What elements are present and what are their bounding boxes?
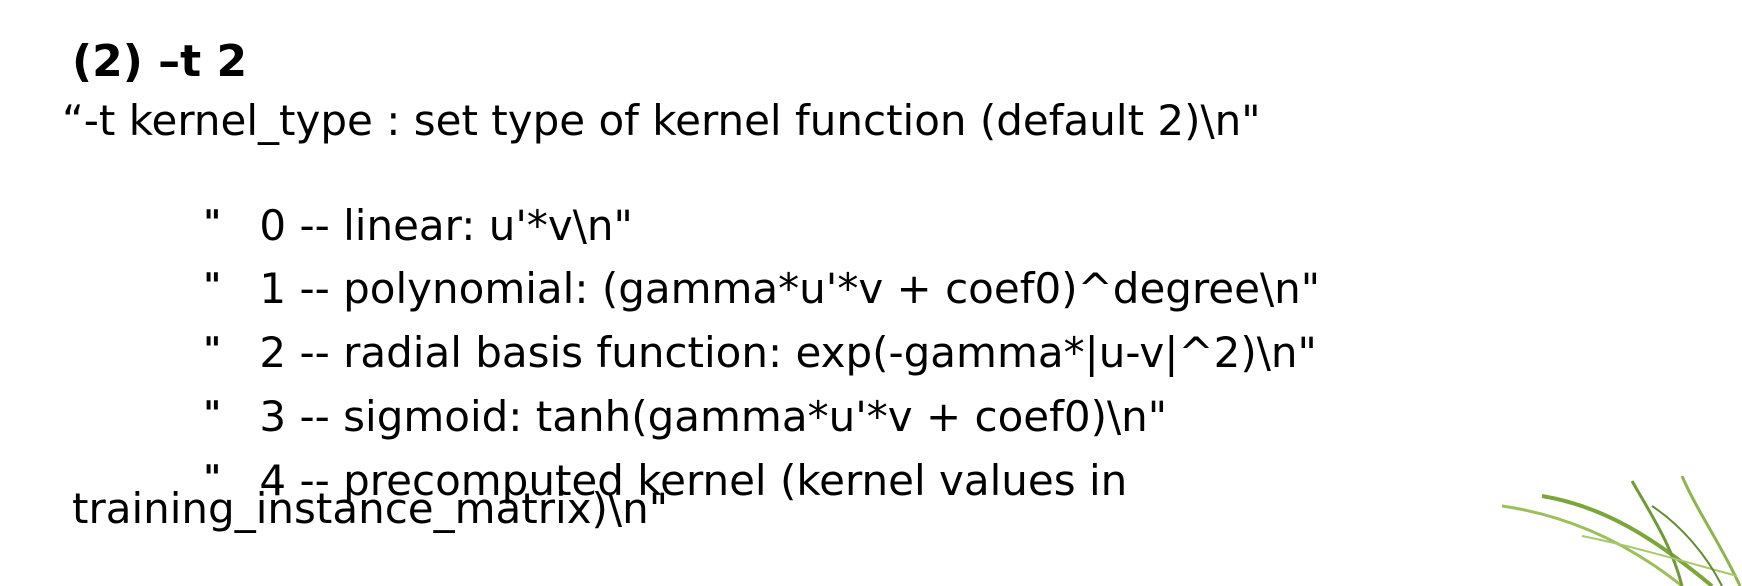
option-line-1: " 1 -- polynomial: (gamma*u'*v + coef0)^d… bbox=[150, 226, 1320, 352]
continuation-line: training_instance_matrix)\n" bbox=[72, 484, 669, 533]
quote-mark: " bbox=[203, 394, 222, 434]
grass-decoration-icon bbox=[1501, 476, 1742, 586]
option-line-3: " 3 -- sigmoid: tanh(gamma*u'*v + coef0)\… bbox=[150, 354, 1167, 480]
slide-heading: (2) –t 2 bbox=[72, 36, 248, 87]
quote-mark: " bbox=[203, 330, 222, 370]
quote-mark: " bbox=[203, 203, 222, 243]
option-text: 0 -- linear: u'*v\n" bbox=[259, 201, 633, 250]
option-line-4: " 4 -- precomputed kernel (kernel values … bbox=[150, 418, 1127, 544]
intro-line: “-t kernel_type : set type of kernel fun… bbox=[62, 96, 1261, 145]
quote-mark: " bbox=[203, 458, 222, 498]
option-line-2: " 2 -- radial basis function: exp(-gamma*… bbox=[150, 290, 1317, 416]
option-text: 4 -- precomputed kernel (kernel values i… bbox=[259, 456, 1128, 505]
quote-mark: " bbox=[203, 266, 222, 306]
option-text: 1 -- polynomial: (gamma*u'*v + coef0)^de… bbox=[259, 264, 1321, 313]
option-text: 2 -- radial basis function: exp(-gamma*|… bbox=[259, 328, 1317, 377]
option-line-0: " 0 -- linear: u'*v\n" bbox=[150, 163, 633, 289]
option-text: 3 -- sigmoid: tanh(gamma*u'*v + coef0)\n… bbox=[259, 392, 1168, 441]
